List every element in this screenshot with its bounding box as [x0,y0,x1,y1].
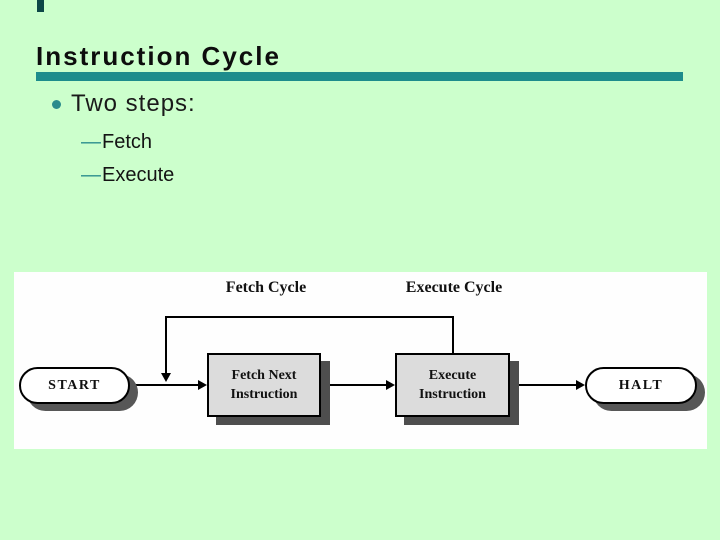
fetch-box-line1: Fetch Next [231,368,297,383]
sub-bullet-label: Execute [102,164,175,186]
arrowhead-into-fetch-icon [198,380,207,390]
feedback-arrowhead-icon [161,373,171,382]
start-node: START [19,367,130,404]
execute-instruction-box: Execute Instruction [395,353,510,417]
sub-bullet-dash: — [81,131,101,153]
sub-bullet-execute: — Execute [81,164,174,187]
fetch-cycle-label: Fetch Cycle [225,279,307,296]
sub-bullet-fetch: — Fetch [81,131,152,154]
arrow-execute-to-halt [510,384,576,386]
sub-bullet-label: Fetch [102,131,153,153]
bullet-dot [52,100,61,109]
feedback-line-right [452,316,454,353]
feedback-line-top [165,316,454,318]
execute-box-line2: Instruction [419,387,486,402]
fetch-box-line2: Instruction [230,387,298,402]
feedback-line-left [165,316,167,374]
execute-box-line1: Execute [428,368,477,383]
arrowhead-into-halt-icon [576,380,585,390]
bullet-text: Two steps: [71,90,196,117]
arrow-start-to-fetch [130,384,198,386]
halt-node-label: HALT [618,377,664,393]
title-underline [36,72,683,81]
page-title: Instruction Cycle [36,41,281,71]
halt-node: HALT [585,367,697,404]
arrow-fetch-to-execute [321,384,386,386]
diagram-panel: Fetch Cycle Execute Cycle START Fetch Ne… [14,272,707,449]
start-node-label: START [48,377,101,393]
corner-accent-mark [37,0,44,12]
sub-bullet-dash: — [81,164,101,186]
arrowhead-into-execute-icon [386,380,395,390]
fetch-instruction-box: Fetch Next Instruction [207,353,321,417]
execute-cycle-label: Execute Cycle [405,279,503,296]
